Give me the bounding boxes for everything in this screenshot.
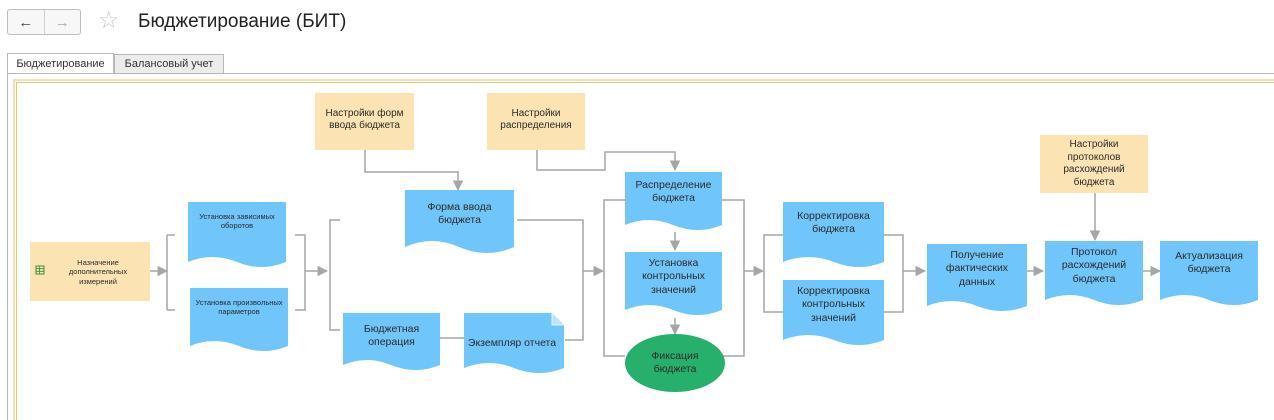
toolbar: ← → ☆ Бюджетирование (БИТ) [0, 0, 1274, 44]
doc-arbitrary-parameters[interactable] [190, 288, 288, 351]
forward-button[interactable]: → [43, 10, 81, 34]
doc-dependent-turnovers[interactable] [188, 202, 286, 267]
doc-budget-distribution[interactable] [625, 172, 722, 230]
doc-budget-adjustment[interactable] [783, 202, 884, 267]
tab-balance-accounting[interactable]: Балансовый учет [114, 54, 224, 73]
tab-budgeting[interactable]: Бюджетирование [7, 53, 114, 74]
bracket-connector [763, 234, 783, 313]
note-distribution-settings[interactable] [487, 93, 585, 150]
bracket-connector [517, 219, 584, 341]
tab-label: Бюджетирование [16, 58, 105, 70]
doc-budget-input-form[interactable] [405, 190, 514, 253]
bracket-connector [166, 234, 175, 311]
bracket-connector [603, 199, 625, 357]
folded-corner-icon [551, 313, 564, 326]
note-protocol-settings[interactable] [1040, 135, 1148, 193]
favorite-star-icon[interactable]: ☆ [98, 7, 120, 34]
diagram-canvas [16, 82, 1274, 420]
ellipse-budget-fixation[interactable] [625, 334, 725, 392]
arrow-left-icon: ← [18, 13, 34, 31]
doc-discrepancy-protocol[interactable] [1045, 241, 1143, 305]
bracket-connector [722, 199, 745, 357]
arrow-connector [536, 150, 681, 172]
back-button[interactable]: ← [8, 10, 44, 34]
bracket-connector [295, 234, 306, 311]
doc-budget-operation[interactable] [343, 313, 440, 370]
doc-control-adjustment[interactable] [783, 280, 884, 345]
note-form-settings[interactable] [315, 93, 414, 150]
bracket-connector [329, 219, 340, 331]
doc-control-values[interactable] [625, 252, 722, 315]
page-title: Бюджетирование (БИТ) [138, 11, 347, 32]
doc-actual-data[interactable] [927, 244, 1027, 311]
navigation-buttons: ← → [7, 9, 81, 35]
doc-report-instance[interactable] [464, 313, 564, 373]
bracket-connector [884, 234, 904, 313]
arrow-right-icon: → [54, 13, 70, 31]
connectors [150, 150, 1162, 357]
table-icon [35, 265, 45, 275]
doc-budget-actualization[interactable] [1160, 241, 1258, 305]
arrow-connector [364, 150, 464, 192]
note-assign-dimensions[interactable] [30, 242, 150, 301]
tab-content-frame [7, 73, 1274, 420]
diagram-outer-border [13, 79, 1274, 420]
tab-label: Балансовый учет [124, 58, 214, 70]
